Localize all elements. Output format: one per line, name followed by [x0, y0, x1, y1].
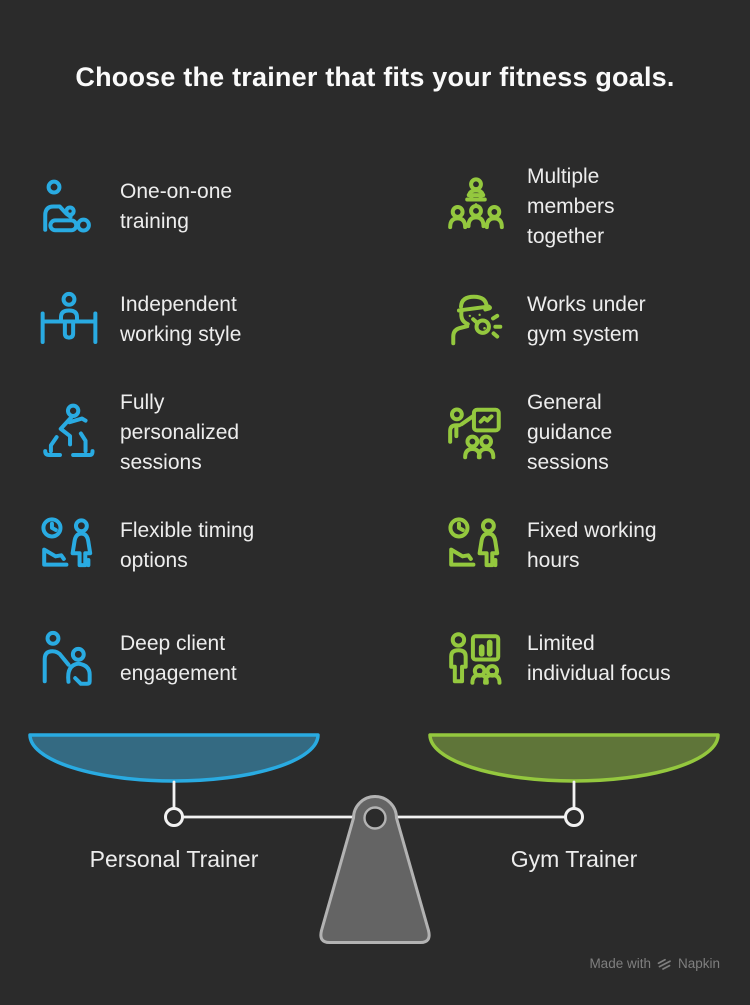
fulcrum-hole — [363, 806, 387, 830]
beam-end-right — [564, 807, 584, 827]
client-engagement-icon — [38, 628, 100, 690]
list-item: Fully personalized sessions — [38, 376, 445, 489]
list-item: Works under gym system — [445, 263, 736, 376]
item-label: Independent working style — [120, 292, 242, 346]
watermark-brand: Napkin — [677, 956, 720, 971]
item-label: Deep client engagement — [120, 631, 237, 685]
list-item: Fixed working hours — [445, 489, 736, 602]
fixed-hours-icon — [445, 515, 507, 577]
beam-end-left — [164, 807, 184, 827]
personal-trainer-label: Personal Trainer — [89, 846, 259, 872]
scale-fulcrum — [319, 795, 431, 944]
watermark: Made with Napkin — [589, 956, 720, 971]
list-item: Multiple members together — [445, 150, 736, 263]
list-item: Flexible timing options — [38, 489, 445, 602]
item-label: Works under gym system — [527, 292, 646, 346]
watermark-prefix: Made with — [589, 956, 651, 971]
one-on-one-training-icon — [38, 176, 100, 238]
list-item: Independent working style — [38, 263, 445, 376]
independent-working-icon — [38, 289, 100, 351]
item-label: Fully personalized sessions — [120, 390, 240, 474]
item-label: Limited individual focus — [527, 631, 671, 685]
gym-trainer-pan — [428, 733, 720, 783]
list-item: Limited individual focus — [445, 602, 736, 715]
item-label: Flexible timing options — [120, 518, 255, 572]
item-label: One-on-one training — [120, 179, 233, 233]
limited-focus-icon — [445, 628, 507, 690]
napkin-logo-icon — [657, 958, 671, 970]
item-label: Multiple members together — [527, 164, 615, 248]
comparison-grid: One-on-one training Multiple members tog… — [0, 150, 750, 715]
item-label: General guidance sessions — [527, 390, 613, 474]
gym-trainer-label: Gym Trainer — [510, 846, 638, 872]
list-item: General guidance sessions — [445, 376, 736, 489]
list-item: Deep client engagement — [38, 602, 445, 715]
gym-system-icon — [445, 289, 507, 351]
flexible-timing-icon — [38, 515, 100, 577]
page-title: Choose the trainer that fits your fitnes… — [75, 62, 675, 92]
multiple-members-icon — [445, 176, 507, 238]
item-label: Fixed working hours — [527, 518, 657, 572]
balance-scale — [28, 733, 720, 944]
general-guidance-icon — [445, 402, 507, 464]
personalized-sessions-icon — [38, 402, 100, 464]
personal-trainer-pan — [28, 733, 320, 783]
list-item: One-on-one training — [38, 150, 445, 263]
